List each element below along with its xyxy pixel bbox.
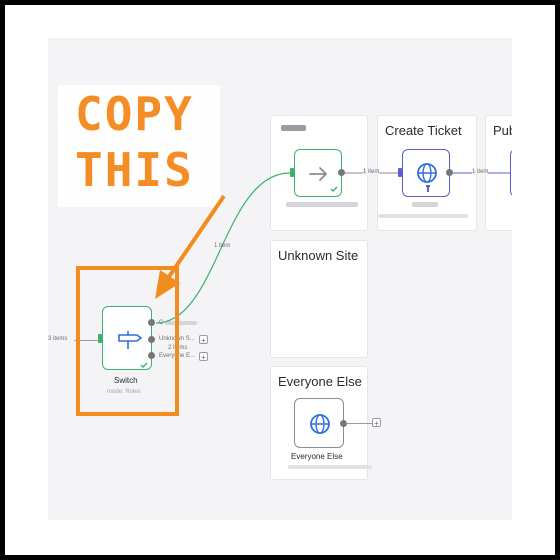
pin-icon [426,185,430,192]
switch-output-port-1[interactable] [148,319,155,326]
add-everyone-else-button[interactable]: + [199,352,208,362]
callout-line-2: THIS [75,143,194,197]
edge-label-switch-to-redirect: 1 item [214,243,231,249]
switch-output-label-1-blurred [165,321,197,325]
redirect-label-blurred [286,202,358,207]
globe-icon [417,163,437,192]
callout-line-1: COPY [75,87,194,141]
sticky-title-everyone-else: Everyone Else [278,374,362,389]
everyone-output-port[interactable] [340,420,347,427]
edge-label-ticket-to-publish: 1 item [472,169,489,175]
copy-this-callout: COPY THIS [58,85,220,207]
blurred-title [281,125,306,131]
highlight-box [76,266,179,416]
switch-output-port-2[interactable] [148,336,155,343]
everyone-else-node-label: Everyone Else [291,452,343,461]
edge-label-redirect-to-ticket: 1 item [363,169,380,175]
everyone-output-edge [346,423,372,424]
redirect-output-port[interactable] [338,169,345,176]
ticket-sublabel-blurred [378,214,468,218]
ticket-label-blurred [412,202,438,207]
arrow-right-icon [309,167,338,192]
ticket-input-port[interactable] [398,168,402,177]
signpost-icon [118,331,148,368]
switch-label: Switch [114,376,138,385]
globe-icon [310,414,330,434]
switch-input-count: 3 items [48,336,68,342]
switch-sublabel: mode: Rules [107,389,141,395]
arrow-head-icon [155,270,180,299]
create-ticket-node[interactable] [402,149,450,197]
check-icon [330,186,338,192]
check-icon [140,362,148,368]
redirect-input-port[interactable] [290,168,294,177]
everyone-else-node[interactable] [294,398,344,448]
ticket-output-port[interactable] [446,169,453,176]
switch-output-port-3[interactable] [148,352,155,359]
add-unknown-site-button[interactable]: + [199,335,208,345]
sticky-title-unknown-site: Unknown Site [278,248,359,263]
add-after-everyone-button[interactable]: + [372,418,381,428]
sticky-note-unknown-site[interactable]: Unknown Site [270,240,368,358]
sticky-title-create-ticket: Create Ticket [385,123,462,138]
switch-input-port[interactable] [98,334,102,343]
switch-node[interactable] [102,306,152,370]
sticky-title-publish: Pub [493,123,512,138]
switch-input-edge [74,340,98,341]
everyone-sublabel-blurred [288,465,372,469]
